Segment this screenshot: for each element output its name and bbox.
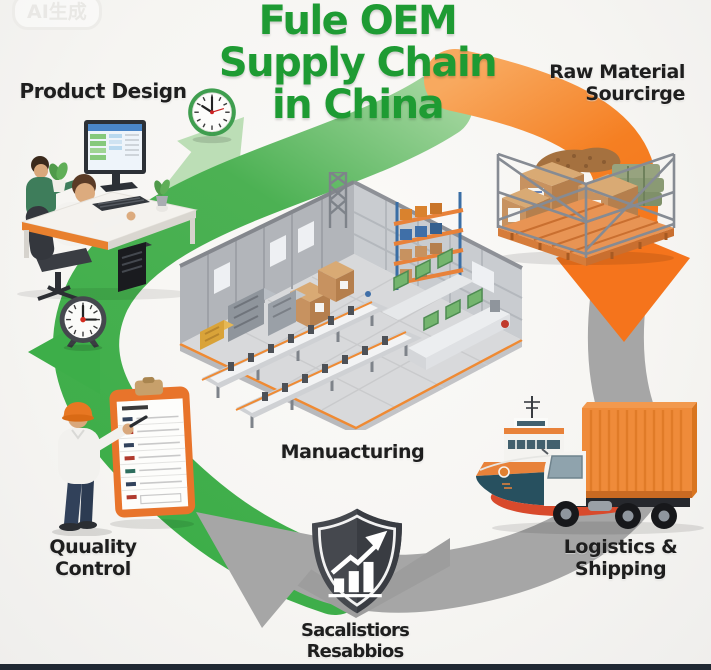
quality-line-2: Control	[55, 558, 131, 581]
machine-cabinets	[228, 288, 306, 342]
stage-label-raw-material: Raw Material Sourcirge	[500, 61, 685, 105]
logistics-line-2: Shipping	[574, 558, 667, 581]
stage-label-product-design: Product Design	[19, 79, 187, 103]
quality-line-1: Quuality	[49, 536, 137, 558]
desk	[20, 191, 198, 258]
alarm-clock-icon	[59, 296, 107, 351]
raw-material-pallet	[496, 147, 676, 266]
pc-tower	[118, 242, 152, 292]
sales-line-2: Resabbios	[306, 641, 405, 663]
factory-wall-left	[179, 180, 355, 344]
pallet-stock	[290, 261, 354, 328]
logistics-line-1: Logistics &	[563, 536, 678, 558]
cnc-benches	[382, 247, 510, 370]
bottom-dark-bar	[0, 664, 711, 670]
monitor	[84, 120, 146, 192]
yellow-crate	[200, 320, 234, 350]
title-line-1: Fule OEM	[258, 0, 458, 44]
stage-label-quality-control: Quuality Control	[28, 536, 158, 580]
growth-shield-icon	[312, 508, 402, 614]
manufacturing-factory-illustration	[179, 172, 523, 430]
logistics-ship-truck	[476, 396, 704, 535]
assembly-lines	[201, 300, 422, 428]
stage-label-sales-results: Sacalistiors Resabbios	[275, 620, 435, 662]
plant-icon	[49, 162, 68, 192]
raw-material-line-2: Sourcirge	[585, 83, 685, 106]
growth-chart	[328, 530, 388, 598]
sales-line-1: Sacalistiors	[300, 620, 410, 641]
clock-icon	[188, 88, 236, 144]
title-line-2: Supply Chain	[218, 40, 498, 86]
plant-icon-2	[154, 179, 170, 206]
title-line-3: in China	[271, 82, 445, 128]
stage-label-manufacturing: Manuacturing	[280, 441, 425, 463]
factory-tower	[328, 172, 348, 228]
clipboard-icon	[109, 376, 196, 518]
infographic-title: Fule OEM Supply Chain in China	[170, 0, 545, 126]
inspector-worker	[58, 402, 148, 531]
raw-material-line-1: Raw Material	[549, 61, 685, 83]
ai-generated-watermark: AI生成	[12, 0, 102, 30]
container-truck	[541, 402, 697, 529]
product-design-scene	[17, 120, 198, 301]
quality-inspector	[52, 376, 196, 536]
stage-label-logistics: Logistics & Shipping	[548, 536, 693, 580]
steel-cage	[496, 152, 676, 258]
